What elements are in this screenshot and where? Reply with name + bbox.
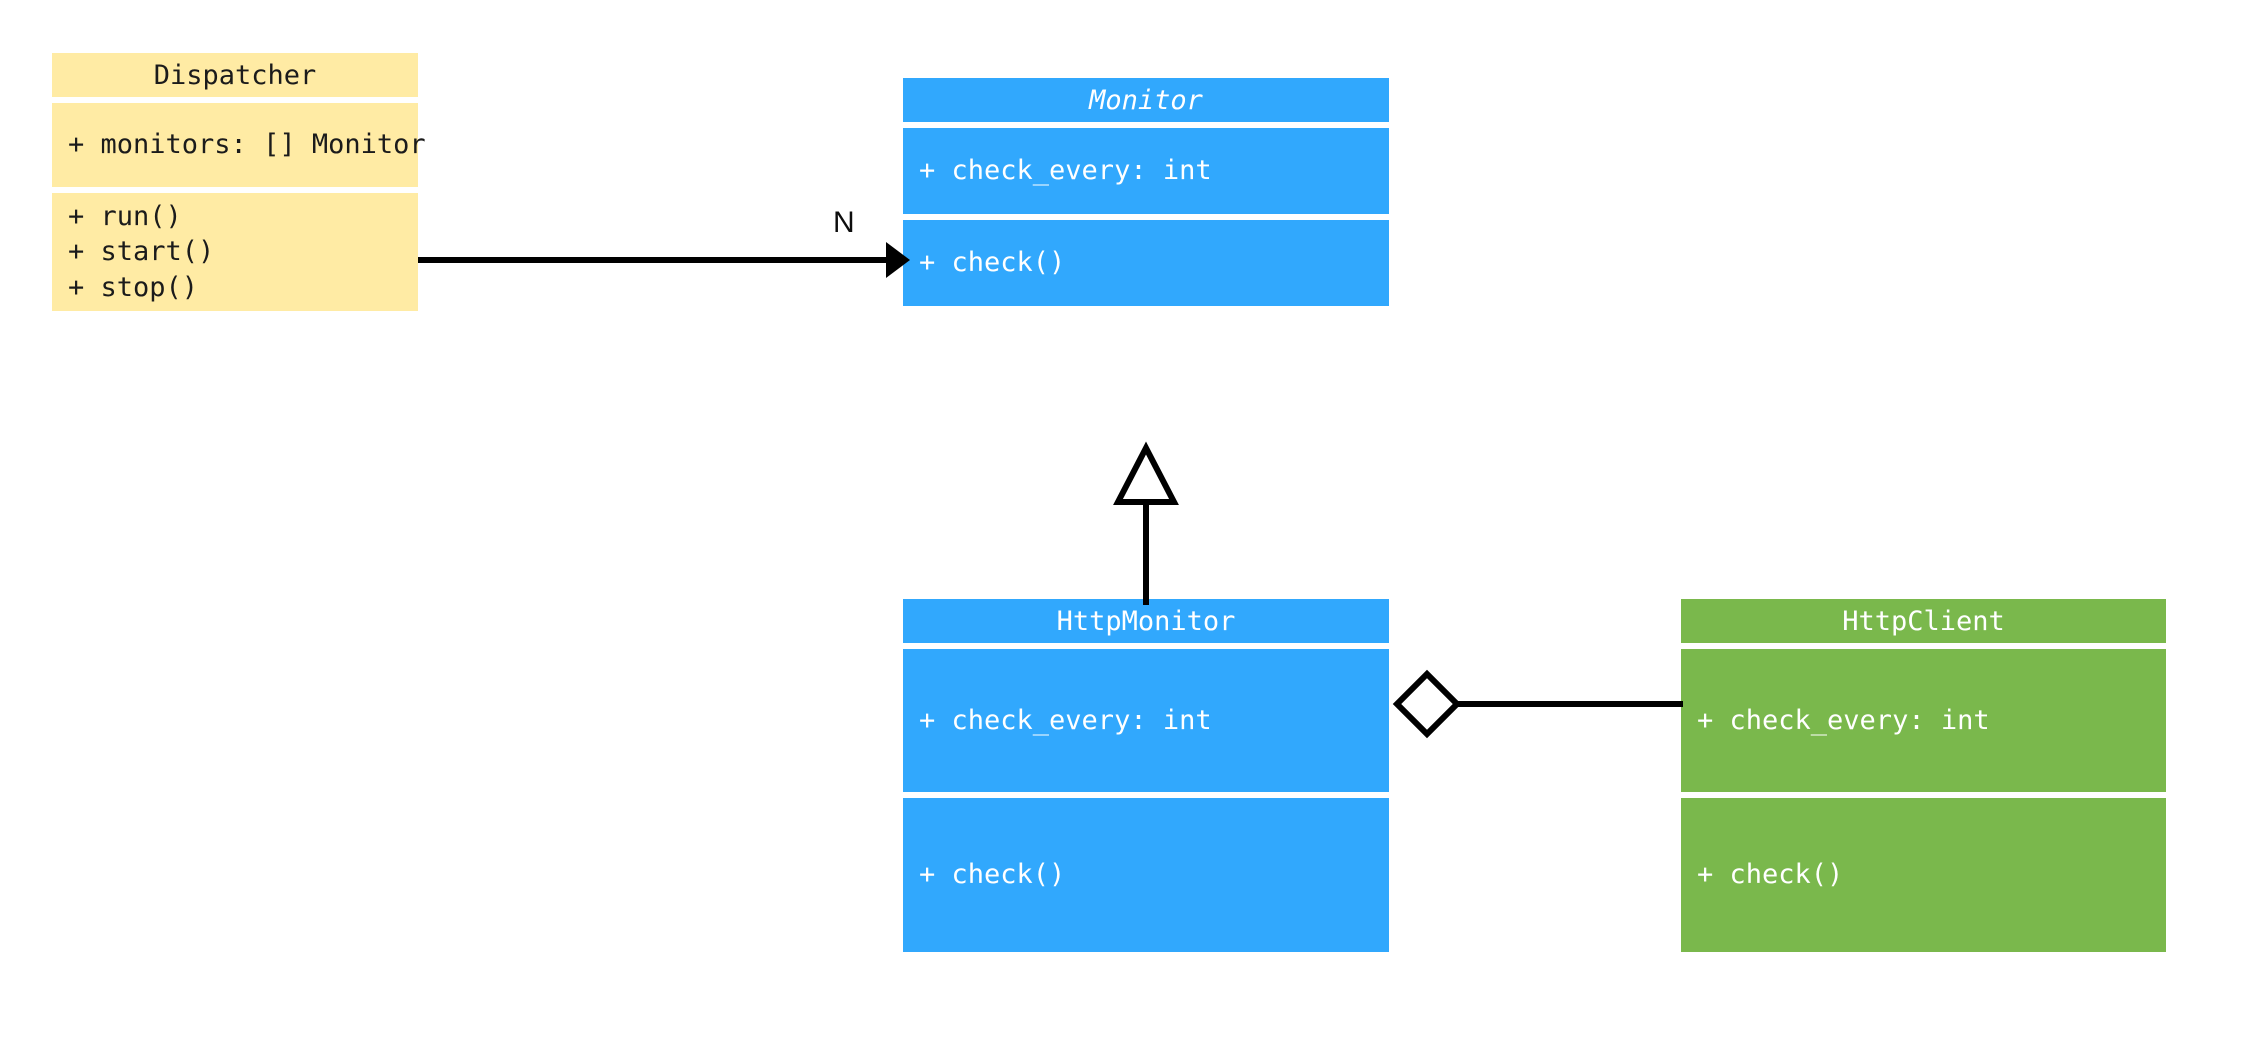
http-monitor-attributes-compartment: + check_every: int [903, 649, 1389, 792]
class-box-http-monitor[interactable]: HttpMonitor + check_every: int + check() [903, 599, 1389, 972]
http-client-methods-compartment: + check() [1681, 798, 2166, 952]
connector-http-monitor-to-http-client [1392, 669, 1683, 739]
http-client-title-compartment: HttpClient [1681, 599, 2166, 643]
attribute-row: + check_every: int [919, 704, 1212, 736]
class-title-http-monitor: HttpMonitor [1056, 605, 1236, 637]
connector-dispatcher-to-monitor [418, 242, 910, 278]
attribute-row: + check_every: int [919, 155, 1212, 187]
method-row: + check() [919, 859, 1066, 891]
http-client-attributes-compartment: + check_every: int [1681, 649, 2166, 792]
class-box-http-client[interactable]: HttpClient + check_every: int + check() [1681, 599, 2166, 972]
method-row: + check() [1697, 859, 1844, 891]
hollow-diamond-icon [1392, 669, 1462, 739]
monitor-title-compartment: Monitor [903, 78, 1389, 122]
dispatcher-methods-compartment: + run() + start() + stop() [52, 193, 418, 311]
class-title-http-client: HttpClient [1842, 605, 2005, 637]
edge-label-multiplicity-n: N [833, 206, 855, 239]
solid-arrowhead-icon [886, 242, 910, 278]
http-monitor-methods-compartment: + check() [903, 798, 1389, 952]
class-box-monitor[interactable]: Monitor + check_every: int + check() [903, 78, 1389, 312]
monitor-methods-compartment: + check() [903, 220, 1389, 306]
method-row: + start() [68, 236, 215, 268]
connector-http-monitor-to-monitor [1113, 441, 1179, 605]
dispatcher-attributes-compartment: + monitors: [] Monitor [52, 103, 426, 187]
monitor-attributes-compartment: + check_every: int [903, 128, 1389, 214]
attribute-row: + monitors: [] Monitor [68, 129, 426, 161]
method-row: + stop() [68, 271, 199, 303]
method-row: + check() [919, 247, 1066, 279]
method-row: + run() [68, 200, 182, 232]
attribute-row: + check_every: int [1697, 704, 1990, 736]
class-title-dispatcher: Dispatcher [153, 59, 317, 91]
class-title-monitor: Monitor [1089, 84, 1203, 116]
hollow-triangle-arrowhead-icon [1113, 441, 1179, 505]
class-box-dispatcher[interactable]: Dispatcher + monitors: [] Monitor + run(… [52, 53, 426, 311]
dispatcher-title-compartment: Dispatcher [52, 53, 418, 97]
http-monitor-title-compartment: HttpMonitor [903, 599, 1389, 643]
